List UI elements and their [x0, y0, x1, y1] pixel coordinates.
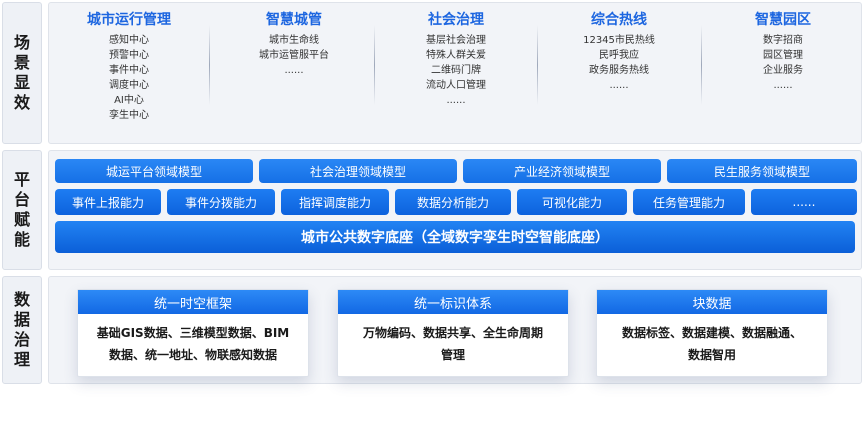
scenario-item: 政务服务热线	[589, 65, 649, 76]
scenario-smart-city-management: 智慧城管 城市生命线 城市运管服平台 ......	[244, 9, 344, 78]
row-label-char: 理	[13, 350, 30, 369]
governance-block-data: 块数据 数据标签、数据建模、数据融通、 数据智用	[596, 289, 828, 377]
scenario-item: 城市运管服平台	[259, 50, 329, 61]
scenario-item: 孪生中心	[109, 110, 149, 121]
row-label-char: 效	[13, 93, 30, 112]
scenario-item: 感知中心	[109, 35, 149, 46]
scenario-panel: 城市运行管理 感知中心 预警中心 事件中心 调度中心 AI中心 孪生中心 智慧城…	[48, 2, 862, 144]
data-governance-panel: 统一时空框架 基础GIS数据、三维模型数据、BIM 数据、统一地址、物联感知数据…	[48, 276, 862, 384]
scenario-item: 流动人口管理	[426, 80, 486, 91]
scenario-item: 调度中心	[109, 80, 149, 91]
row-label-char: 治	[13, 330, 30, 349]
governance-body: 基础GIS数据、三维模型数据、BIM 数据、统一地址、物联感知数据	[78, 314, 308, 366]
domain-model-industry-economy: 产业经济领域模型	[463, 159, 661, 183]
scenario-title: 智慧城管	[266, 12, 322, 28]
column-divider	[209, 25, 210, 105]
governance-title: 统一时空框架	[78, 290, 308, 314]
digital-base-bar: 城市公共数字底座（全域数字孪生时空智能底座）	[55, 221, 855, 253]
row-label-char: 显	[13, 73, 30, 92]
scenario-item: 二维码门牌	[431, 65, 481, 76]
capability-visualization: 可视化能力	[517, 189, 627, 215]
governance-body: 数据标签、数据建模、数据融通、 数据智用	[597, 314, 827, 366]
scenario-item: 基层社会治理	[426, 35, 486, 46]
scenario-item: ......	[773, 80, 793, 91]
domain-model-social-governance: 社会治理领域模型	[259, 159, 457, 183]
row-label-char: 台	[13, 190, 30, 209]
scenario-item: 预警中心	[109, 50, 149, 61]
scenario-item: 民呼我应	[599, 50, 639, 61]
scenario-title: 城市运行管理	[87, 12, 171, 28]
capability-task-management: 任务管理能力	[633, 189, 745, 215]
scenario-hotline: 综合热线 12345市民热线 民呼我应 政务服务热线 ......	[569, 9, 669, 93]
row-label-char: 平	[13, 170, 30, 189]
row-label-data: 数 据 治 理	[2, 276, 42, 384]
capability-event-dispatch: 事件分拨能力	[167, 189, 275, 215]
row-label-char: 数	[13, 290, 30, 309]
governance-line: 数据智用	[687, 348, 736, 362]
governance-identifier-system: 统一标识体系 万物编码、数据共享、全生命周期 管理	[337, 289, 569, 377]
column-divider	[374, 25, 375, 105]
scenario-item: 数字招商	[763, 35, 803, 46]
row-label-char: 景	[13, 53, 30, 72]
governance-line: 管理	[440, 348, 465, 362]
row-label-char: 据	[13, 310, 30, 329]
governance-line: 万物编码、数据共享、全生命周期	[362, 326, 543, 340]
governance-line: 数据、统一地址、物联感知数据	[108, 348, 277, 362]
row-label-scenario: 场 景 显 效	[2, 2, 42, 144]
row-label-platform: 平 台 赋 能	[2, 150, 42, 270]
scenario-smart-park: 智慧园区 数字招商 园区管理 企业服务 ......	[733, 9, 833, 93]
governance-title: 统一标识体系	[338, 290, 568, 314]
governance-title: 块数据	[597, 290, 827, 314]
row-label-char: 赋	[13, 210, 30, 229]
governance-body: 万物编码、数据共享、全生命周期 管理	[338, 314, 568, 366]
domain-model-city-operation: 城运平台领域模型	[55, 159, 253, 183]
governance-spatiotemporal-framework: 统一时空框架 基础GIS数据、三维模型数据、BIM 数据、统一地址、物联感知数据	[77, 289, 309, 377]
scenario-item: 城市生命线	[269, 35, 319, 46]
scenario-social-governance: 社会治理 基层社会治理 特殊人群关爱 二维码门牌 流动人口管理 ......	[406, 9, 506, 108]
capability-command-dispatch: 指挥调度能力	[281, 189, 389, 215]
column-divider	[537, 25, 538, 105]
capability-data-analysis: 数据分析能力	[395, 189, 511, 215]
scenario-item: 企业服务	[763, 65, 803, 76]
scenario-city-operation: 城市运行管理 感知中心 预警中心 事件中心 调度中心 AI中心 孪生中心	[79, 9, 179, 123]
governance-line: 数据标签、数据建模、数据融通、	[621, 326, 802, 340]
scenario-title: 智慧园区	[755, 12, 811, 28]
scenario-item: 事件中心	[109, 65, 149, 76]
scenario-item: AI中心	[114, 95, 144, 106]
capability-more: ......	[751, 189, 857, 215]
scenario-item: 园区管理	[763, 50, 803, 61]
scenario-item: 特殊人群关爱	[426, 50, 486, 61]
row-label-char: 场	[13, 33, 30, 52]
scenario-title: 综合热线	[591, 12, 647, 28]
row-label-char: 能	[13, 230, 30, 249]
domain-model-public-service: 民生服务领域模型	[667, 159, 857, 183]
scenario-item: ......	[609, 80, 629, 91]
column-divider	[701, 25, 702, 105]
scenario-item: 12345市民热线	[583, 35, 655, 46]
capability-event-report: 事件上报能力	[55, 189, 161, 215]
scenario-item: ......	[284, 65, 304, 76]
scenario-title: 社会治理	[428, 12, 484, 28]
scenario-item: ......	[446, 95, 466, 106]
platform-panel: 城运平台领域模型 社会治理领域模型 产业经济领域模型 民生服务领域模型 事件上报…	[48, 150, 862, 270]
governance-line: 基础GIS数据、三维模型数据、BIM	[96, 326, 290, 340]
